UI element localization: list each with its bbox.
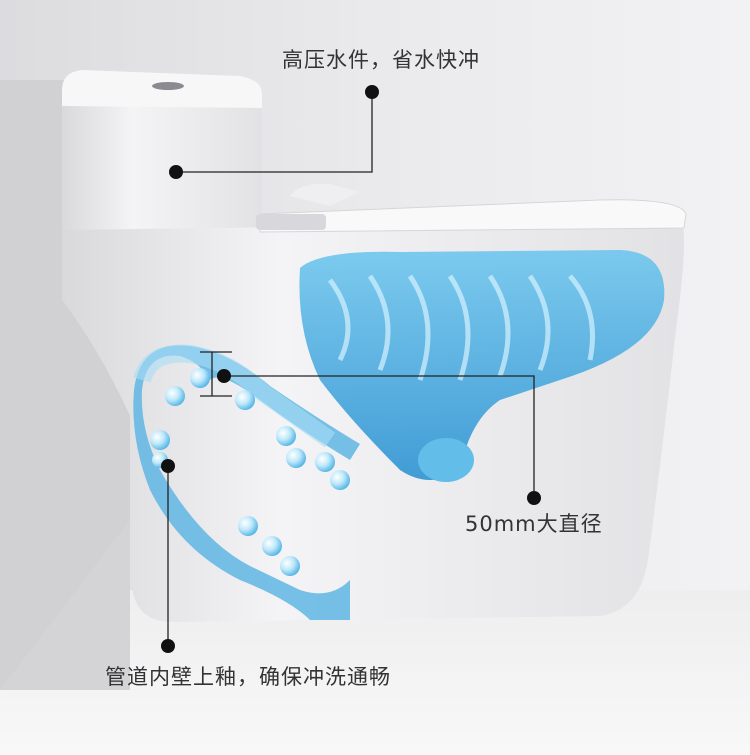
tank-feature-label: 高压水件，省水快冲 xyxy=(282,48,480,72)
glazed-pipe-label: 管道内壁上釉，确保冲洗通畅 xyxy=(105,665,391,689)
trapway-diameter-label: 50mm大直径 xyxy=(465,512,603,536)
